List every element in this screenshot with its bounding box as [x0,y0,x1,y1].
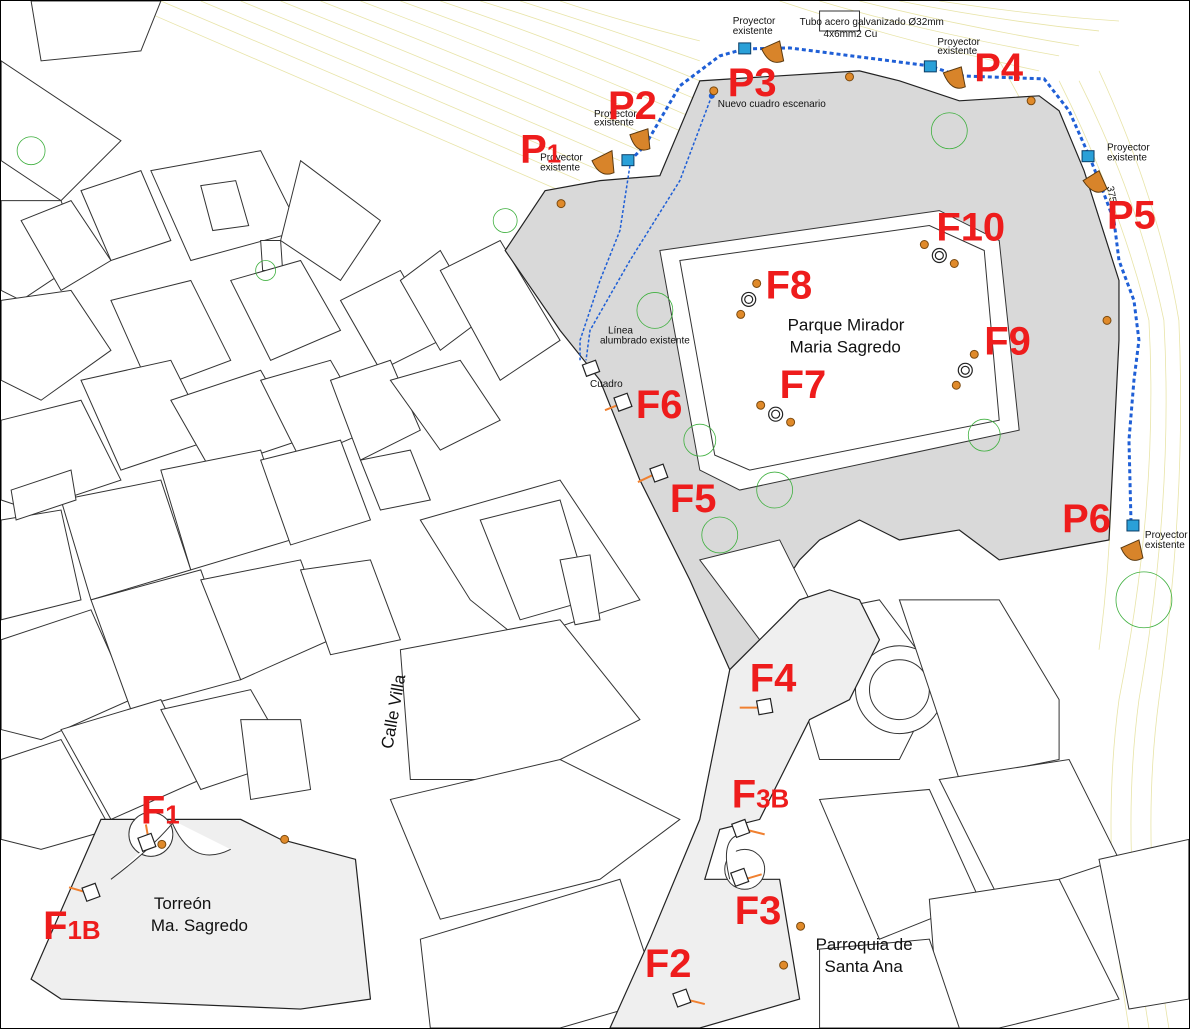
annot-linea: Línea [608,325,633,336]
annot-linea-2: alumbrado existente [600,335,690,346]
place-parque-2: Maria Sagredo [790,337,901,356]
cuadro-box-f3b[interactable] [730,818,751,839]
cuadro-box-f1b[interactable] [81,882,101,902]
label-f9: F9 [984,319,1031,363]
cuadro-box-f1[interactable] [137,832,157,853]
label-f8: F8 [766,263,813,307]
annot-p3-existente: existente [733,26,773,37]
place-parroquia-2: Santa Ana [825,957,904,976]
label-f4: F4 [750,657,797,701]
lamp-fixtures [741,247,973,422]
annot-p6-existente: existente [1145,540,1185,551]
place-torreon-2: Ma. Sagredo [151,916,248,935]
annot-p6-proyector: Proyector [1145,530,1188,541]
annot-tubo: Tubo acero galvanizado Ø32mm [800,17,944,28]
label-f7: F7 [780,363,827,407]
annot-p5-proyector: Proyector [1107,143,1150,154]
plaza-lower [609,589,881,1028]
annot-cuadro: Cuadro [590,379,623,390]
annot-p1-existente: existente [540,163,580,174]
cuadro-box-f2[interactable] [672,988,692,1008]
cuadro-boxes [81,359,774,1008]
place-parroquia-1: Parroquia de [816,935,913,954]
annot-p4-proyector: Proyector [937,37,980,48]
annot-p1-proyector: Proyector [540,153,583,164]
projectors [591,40,1144,561]
proj-box-p6[interactable] [1126,519,1140,532]
projector-p4[interactable] [942,66,966,89]
place-torreon-1: Torreón [154,894,211,913]
annot-p2-proyector: Proyector [594,109,637,120]
annot-tubo-cable: 4x6mm2 Cu [824,29,878,40]
proj-box-p5[interactable] [1081,150,1095,163]
label-f3: F3 [735,889,782,933]
label-f5: F5 [670,477,717,521]
projector-p6[interactable] [1120,539,1144,561]
proj-box-p1[interactable] [621,154,635,167]
label-f1: F1 [141,788,180,832]
greenery [16,112,1173,629]
proj-box-p3[interactable] [738,42,752,55]
label-p4: P4 [974,46,1023,90]
cuadro-box-f4[interactable] [755,697,774,716]
annot-p5-existente: existente [1107,153,1147,164]
label-p5: P5 [1107,194,1156,238]
cuadro-box-existente[interactable] [581,359,601,378]
annot-p2-existente: existente [594,118,634,129]
annot-p4-existente: existente [937,46,977,57]
label-p1: P1 [520,128,561,172]
label-p3: P3 [728,61,777,105]
label-p2: P2 [608,84,657,128]
label-f2: F2 [645,942,692,986]
torreon-arc-2 [170,819,231,856]
cable-to-cuadro-2 [585,95,713,361]
projector-p3[interactable] [761,40,785,63]
place-parque-1: Parque Mirador [788,315,905,334]
projector-p5[interactable] [1082,169,1108,193]
cuadro-box-f5[interactable] [649,463,669,483]
cuadro-box-f3[interactable] [729,867,750,888]
torreon-area [30,818,372,1010]
cable-main [628,46,1141,521]
label-f3b: F3B [732,772,790,816]
label-f10: F10 [936,206,1005,250]
annot-375: 375 [1104,185,1118,204]
annot-nuevo-cuadro: Nuevo cuadro escenario [718,99,827,110]
label-f1b: F1B [43,904,101,948]
projector-boxes [621,42,1140,532]
proj-box-p4[interactable] [923,60,937,73]
projector-p2[interactable] [629,128,651,151]
annot-p3-proyector: Proyector [733,16,776,27]
cuadro-box-f6[interactable] [613,392,633,412]
label-f6: F6 [636,383,683,427]
label-p6: P6 [1062,497,1111,541]
projector-p1[interactable] [591,149,615,175]
street-lamps [157,72,1112,970]
